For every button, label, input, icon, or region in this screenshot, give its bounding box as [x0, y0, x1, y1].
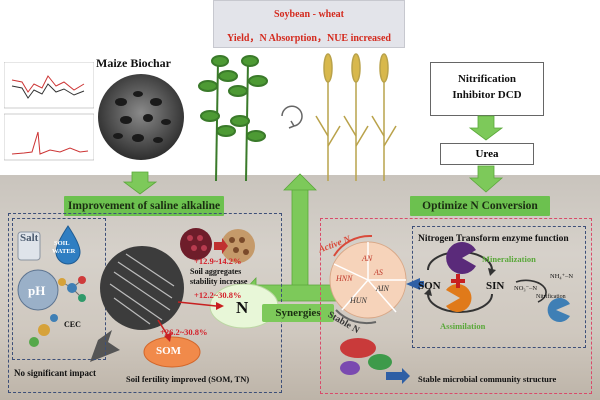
enzyme-title: Nitrogen Transform enzyme function — [418, 234, 569, 244]
crop-outcomes-text: Yield，N Absorption，NUE increased — [227, 33, 391, 44]
son-label: SON — [418, 280, 441, 292]
salt-label: Salt — [20, 232, 39, 244]
saline-alkaline-banner: Improvement of saline alkaline — [64, 196, 224, 216]
left-panel — [8, 213, 282, 393]
aggregates-line2: stability increase — [190, 277, 248, 286]
pie-label-as: AS — [374, 268, 383, 277]
mineralization-label: Mineralization — [482, 254, 536, 264]
soil-water-label-line2: WATER — [52, 248, 76, 255]
soil-water-label-line1: SOIL — [54, 240, 70, 247]
assimilation-label: Assimilation — [440, 321, 486, 331]
enzyme-subpanel — [412, 226, 586, 348]
synergies-label: Synergies — [262, 304, 334, 322]
crop-system-header: Soybean - wheat Yield，N Absorption，NUE i… — [213, 0, 405, 48]
microbial-label: Stable microbial community structure — [418, 374, 557, 384]
som-percent: +26.2~30.8% — [160, 327, 208, 337]
nh4-label: NH₄⁺–N — [550, 273, 574, 280]
cec-label: CEC — [64, 320, 81, 329]
no-impact-label: No significant impact — [14, 368, 96, 378]
n-conversion-banner: Optimize N Conversion — [410, 196, 550, 216]
inhibitor-title-line2: Inhibitor DCD — [452, 89, 522, 101]
inhibitor-title-line1: Nitrification — [457, 73, 517, 85]
crop-system-title: Soybean - wheat — [273, 9, 344, 20]
nitrification-label: Nitrification — [536, 294, 566, 300]
urea-label: Urea — [475, 148, 499, 160]
pie-label-hun: HUN — [350, 296, 367, 305]
no3-label: NO₃⁻–N — [514, 285, 538, 292]
som-label: SOM — [156, 345, 182, 357]
n-percent: +12.2~30.8% — [194, 290, 242, 300]
urea-box: Urea — [440, 143, 534, 165]
left-panel-graphics — [17, 225, 279, 368]
biochar-title: Maize Biochar — [96, 56, 171, 70]
pie-label-hnn: HNN — [336, 274, 353, 283]
soybean-wheat-plants-image — [198, 53, 397, 182]
aggregates-line1: Soil aggregates — [190, 267, 242, 276]
biochar-sem-image — [98, 74, 184, 160]
spectra-charts-image — [4, 62, 94, 161]
pie-label-ain: AIN — [376, 284, 389, 293]
pie-label-an: AN — [362, 254, 373, 263]
right-panel — [320, 218, 592, 394]
inhibitor-box: Nitrification Inhibitor DCD — [430, 62, 544, 116]
ph-label: pH — [28, 283, 46, 298]
n-label: N — [236, 298, 249, 317]
right-panel-graphics — [329, 234, 570, 384]
sin-label: SIN — [486, 280, 505, 292]
aggregates-percent: +12.9~14.2% — [194, 256, 242, 266]
fertility-label: Soil fertility improved (SOM, TN) — [126, 374, 250, 384]
